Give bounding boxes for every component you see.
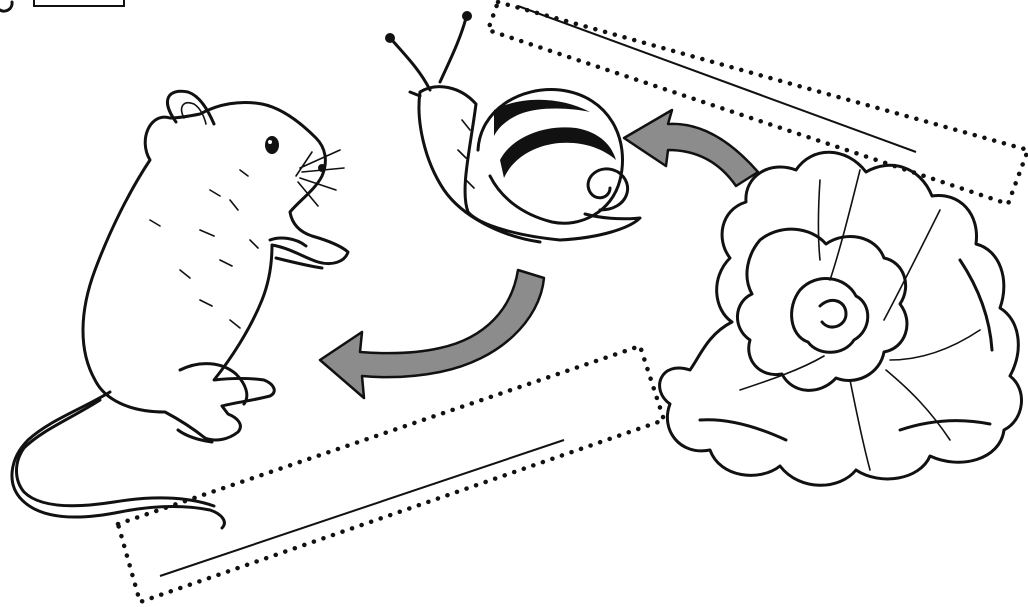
lettuce-illustration [660, 152, 1022, 485]
answer-box-bottom[interactable] [118, 346, 664, 602]
arrow-snail-to-mouse [320, 270, 544, 398]
question-number-box [0, 0, 124, 11]
answer-line-bottom[interactable] [160, 440, 564, 576]
arrow-lettuce-to-snail [624, 110, 758, 186]
snail-illustration [385, 11, 640, 242]
